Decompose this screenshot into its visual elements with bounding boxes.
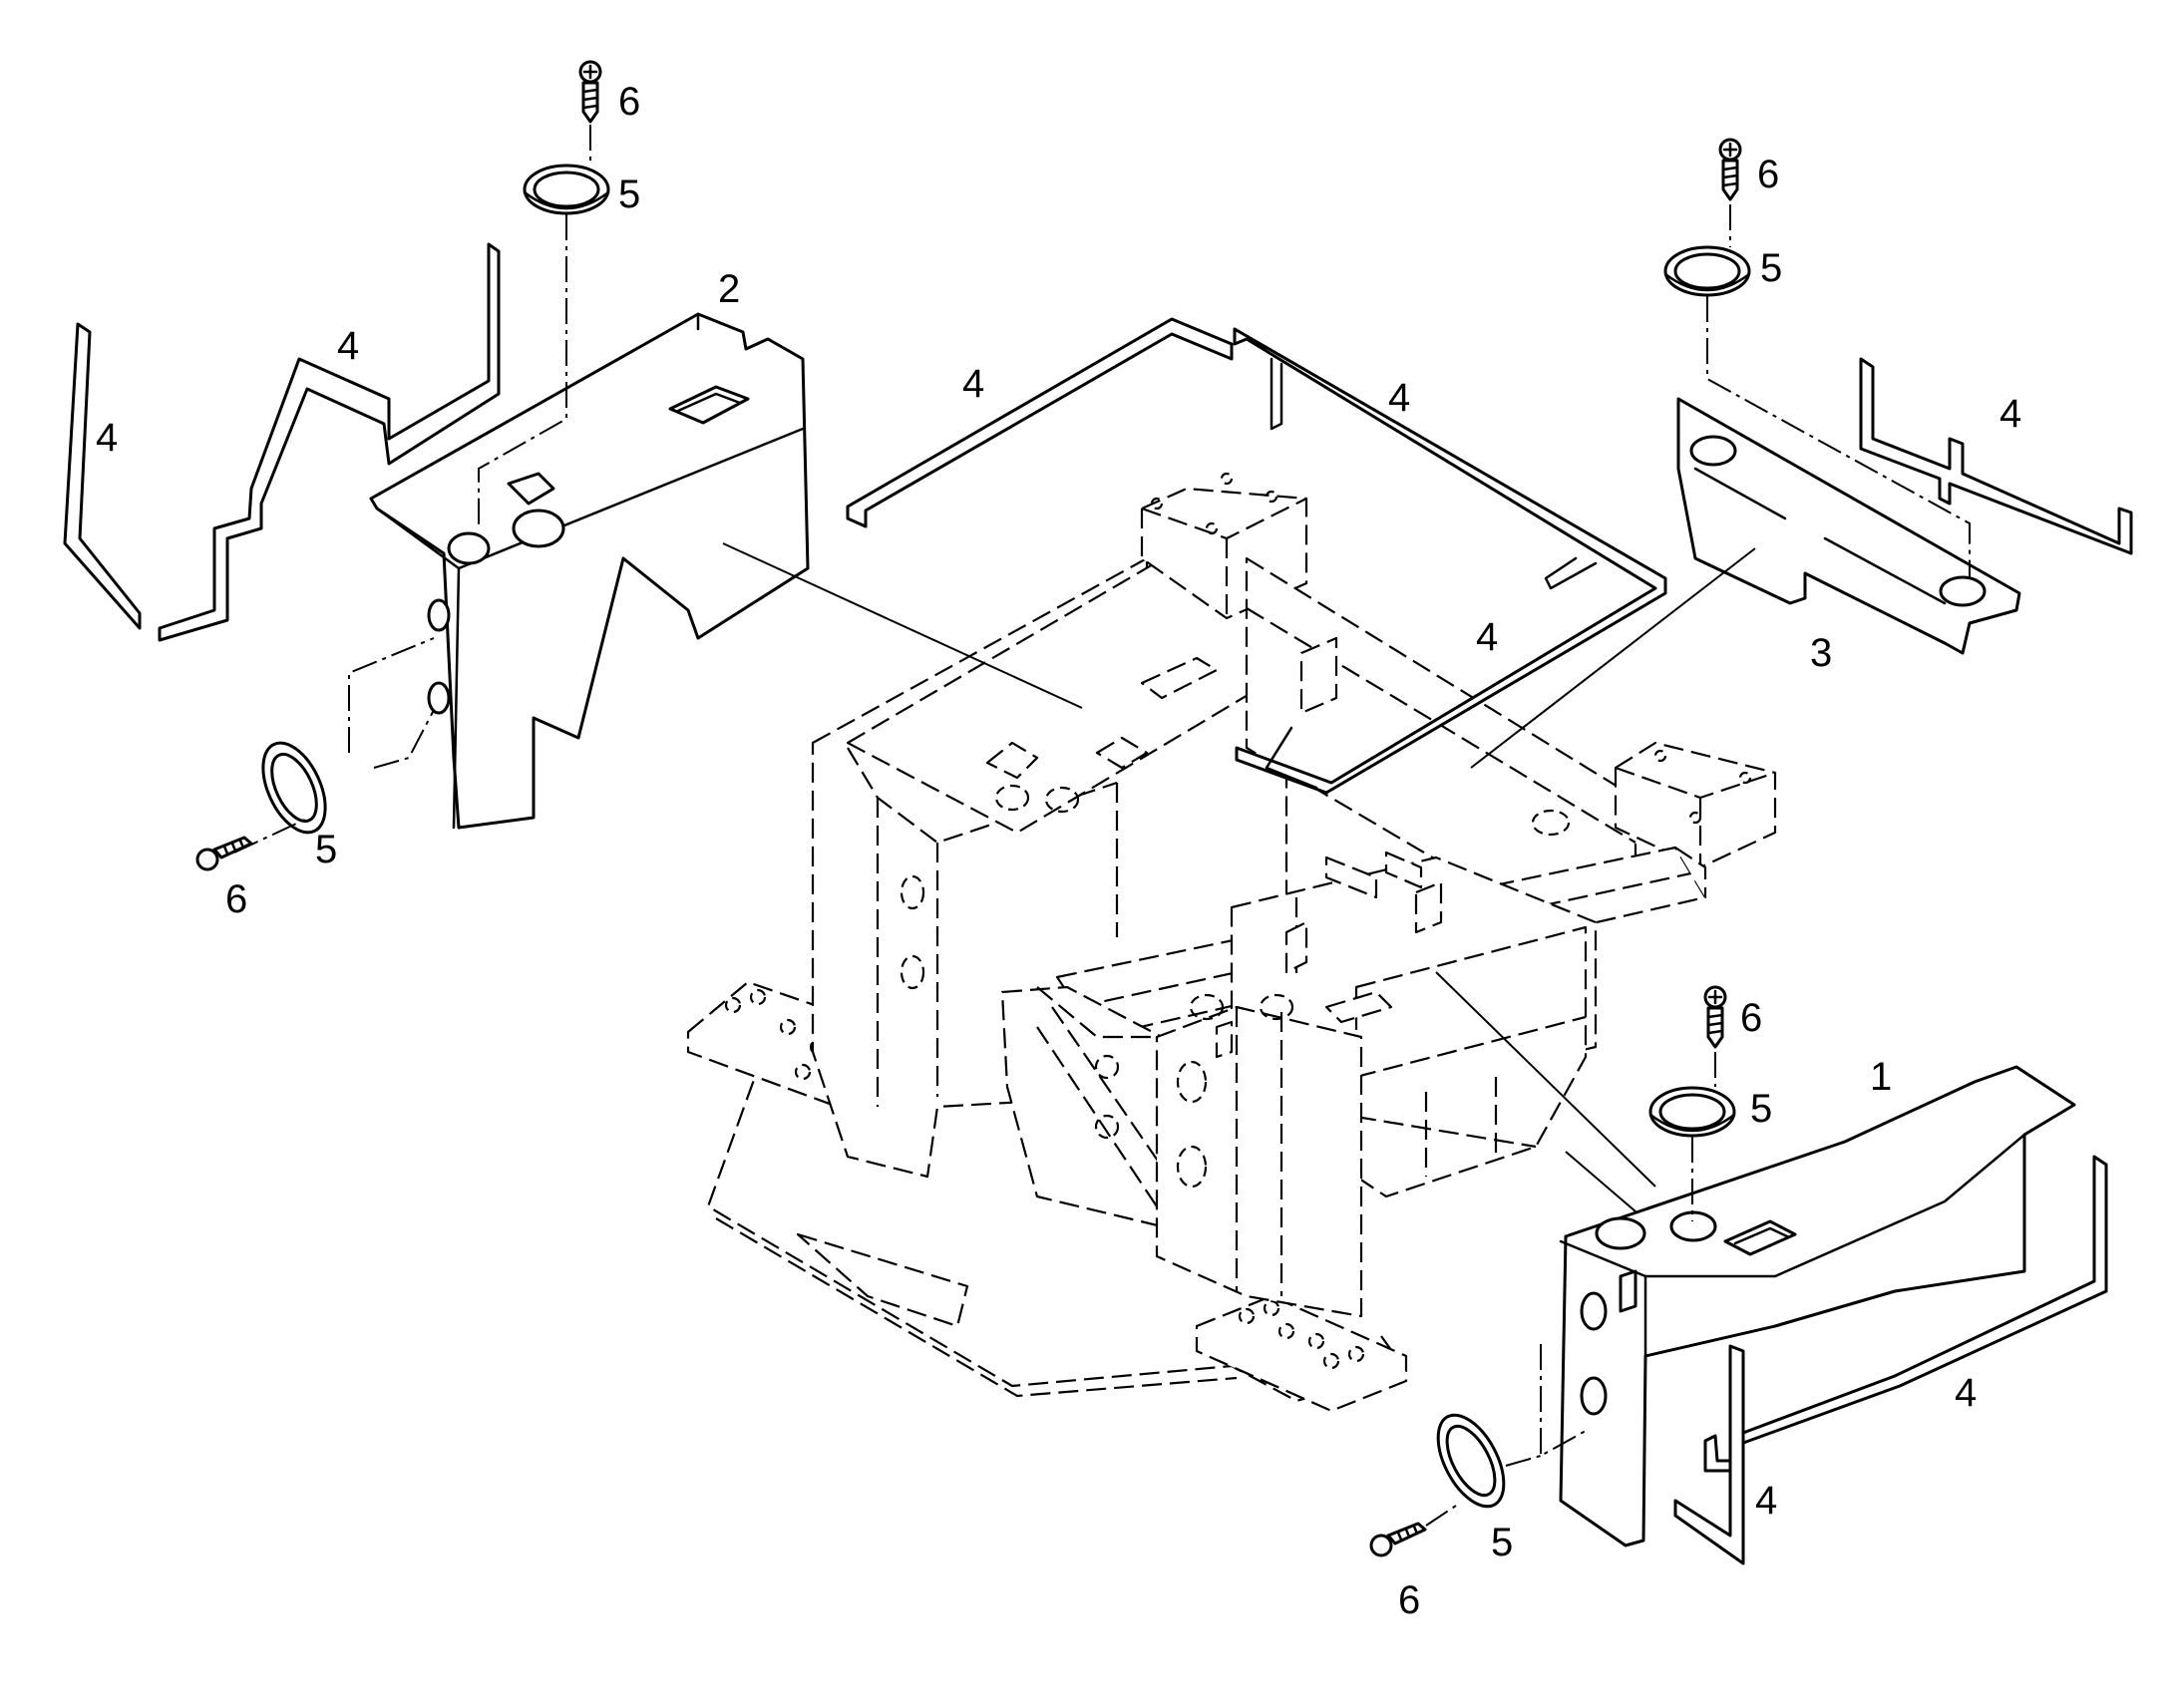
- leader-lines: [722, 542, 1756, 1212]
- callout-5-left-side: 5: [315, 828, 337, 871]
- callout-3: 3: [1810, 631, 1832, 675]
- washer-top-left: [523, 164, 610, 215]
- callout-2: 2: [718, 267, 740, 311]
- callout-4-right-panel: 4: [1999, 392, 2021, 436]
- part-1-hole-a: [1595, 1216, 1646, 1250]
- fasteners: [195, 60, 1751, 1557]
- foam-strip-left-zigzag: [158, 242, 501, 642]
- assembly-lines: [233, 125, 1971, 1527]
- screw-top-left: [578, 60, 602, 124]
- callout-5-top-right: 5: [1760, 246, 1782, 290]
- foam-strips: [63, 242, 2133, 1565]
- foam-strip-left-vertical: [63, 322, 142, 630]
- foam-strip-right-panel: [1859, 357, 2133, 555]
- frame-top-deck: [846, 551, 1328, 835]
- part-2-hole-side-b: [427, 681, 451, 715]
- part-3-panel: [1676, 397, 2021, 655]
- part-1-hole-side-b: [1580, 1376, 1608, 1416]
- callout-4-center-right: 4: [1476, 615, 1498, 659]
- washer-left-side: [261, 741, 327, 835]
- callout-4-left-zigzag: 4: [337, 324, 359, 368]
- part-1-hole-side-a: [1580, 1291, 1608, 1331]
- callout-6-top-right: 6: [1757, 153, 1779, 196]
- callout-4-right-lower-a: 4: [1955, 1371, 1977, 1415]
- part-2-hole-a: [447, 531, 491, 565]
- callout-5-top-left: 5: [618, 172, 640, 216]
- callout-4-top-right: 4: [1388, 376, 1410, 420]
- frame-floor-inner: [715, 1217, 1238, 1398]
- frame-front-pillar-left: [1000, 985, 1164, 1228]
- callouts: 6 5 2 4 4 4 4 6 5 4 3 4 5 6 6 1 5 4 4 5 …: [96, 80, 2021, 1622]
- callout-6-lower-side: 6: [1398, 1578, 1420, 1622]
- screw-top-right: [1718, 138, 1742, 201]
- part-2-notch: [507, 472, 555, 506]
- foam-strip-top-center: [846, 317, 1234, 528]
- part-3-hole-left: [1689, 435, 1737, 467]
- part-2-side-panel: [369, 312, 810, 830]
- callout-4-left-vertical: 4: [96, 416, 118, 460]
- washer-top-right: [1663, 245, 1751, 297]
- part-3-hole-right: [1939, 575, 1987, 607]
- callout-6-top-left: 6: [618, 80, 640, 124]
- screw-right-lower: [1703, 985, 1727, 1049]
- part-2-slot: [668, 385, 750, 425]
- part-1-tab: [1619, 1269, 1637, 1313]
- callout-5-lower-side: 5: [1491, 1521, 1513, 1564]
- part-2-body: [369, 312, 810, 830]
- frame-floor-gusset: [796, 1232, 969, 1328]
- callout-1: 1: [1870, 1055, 1892, 1099]
- frame-rear-housing: [1354, 925, 1588, 1198]
- screw-lower-side: [1369, 1522, 1427, 1557]
- part-2-hole-b: [512, 509, 565, 548]
- callout-6-right-lower: 6: [1740, 996, 1762, 1040]
- base-frame: [686, 472, 1777, 1413]
- callout-6-left-side: 6: [225, 877, 247, 921]
- foam-strip-right-lower-c: [1673, 1344, 1745, 1565]
- screw-left-side: [195, 836, 253, 871]
- frame-right-foot: [1195, 1294, 1408, 1413]
- washer-right-lower: [1648, 1086, 1736, 1138]
- washer-lower-side: [1436, 1413, 1506, 1509]
- callout-4-right-lower-b: 4: [1755, 1479, 1777, 1523]
- part-3-body: [1676, 397, 2021, 655]
- part-1-hole-b: [1669, 1210, 1717, 1242]
- part-1-slot: [1723, 1219, 1797, 1256]
- callout-5-right-lower: 5: [1750, 1087, 1772, 1131]
- callout-4-top-center: 4: [962, 362, 984, 406]
- part-2-hole-side-a: [427, 598, 451, 632]
- foam-strip-top-right: [1233, 327, 1667, 795]
- part-1-side-panel: [1559, 1065, 2076, 1547]
- frame-front-pillar-right: [1155, 1005, 1363, 1318]
- frame-rear-beam: [1245, 556, 1637, 929]
- part-1-body: [1559, 1065, 2076, 1547]
- frame-rear-tower-right: [1614, 741, 1777, 869]
